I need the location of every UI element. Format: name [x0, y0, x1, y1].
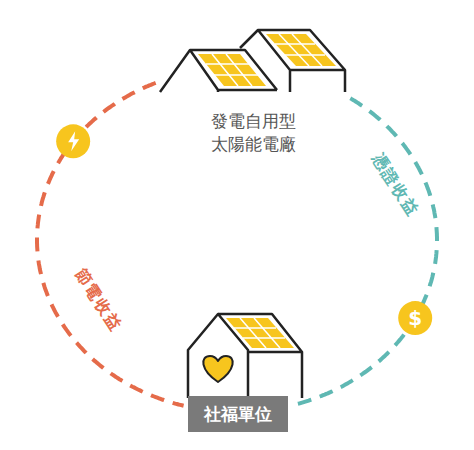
income-label: 節電收益	[70, 264, 127, 336]
saving-income-arc	[37, 83, 184, 406]
plant-title: 發電自用型 太陽能電廠	[205, 110, 300, 156]
money-icon	[398, 301, 432, 335]
solar-houses	[160, 30, 345, 92]
lightning-symbol	[68, 131, 79, 151]
power-plant-node: 發電自用型 太陽能電廠	[160, 12, 346, 154]
income-label: 憑證收益	[367, 149, 424, 221]
currency-symbol: $	[398, 301, 432, 335]
certificate-income-arc	[292, 98, 437, 405]
welfare-house	[188, 314, 302, 398]
unit-name: 社福單位	[204, 403, 272, 426]
power-icon	[56, 124, 90, 158]
welfare-unit-box: 社福單位	[188, 396, 288, 432]
